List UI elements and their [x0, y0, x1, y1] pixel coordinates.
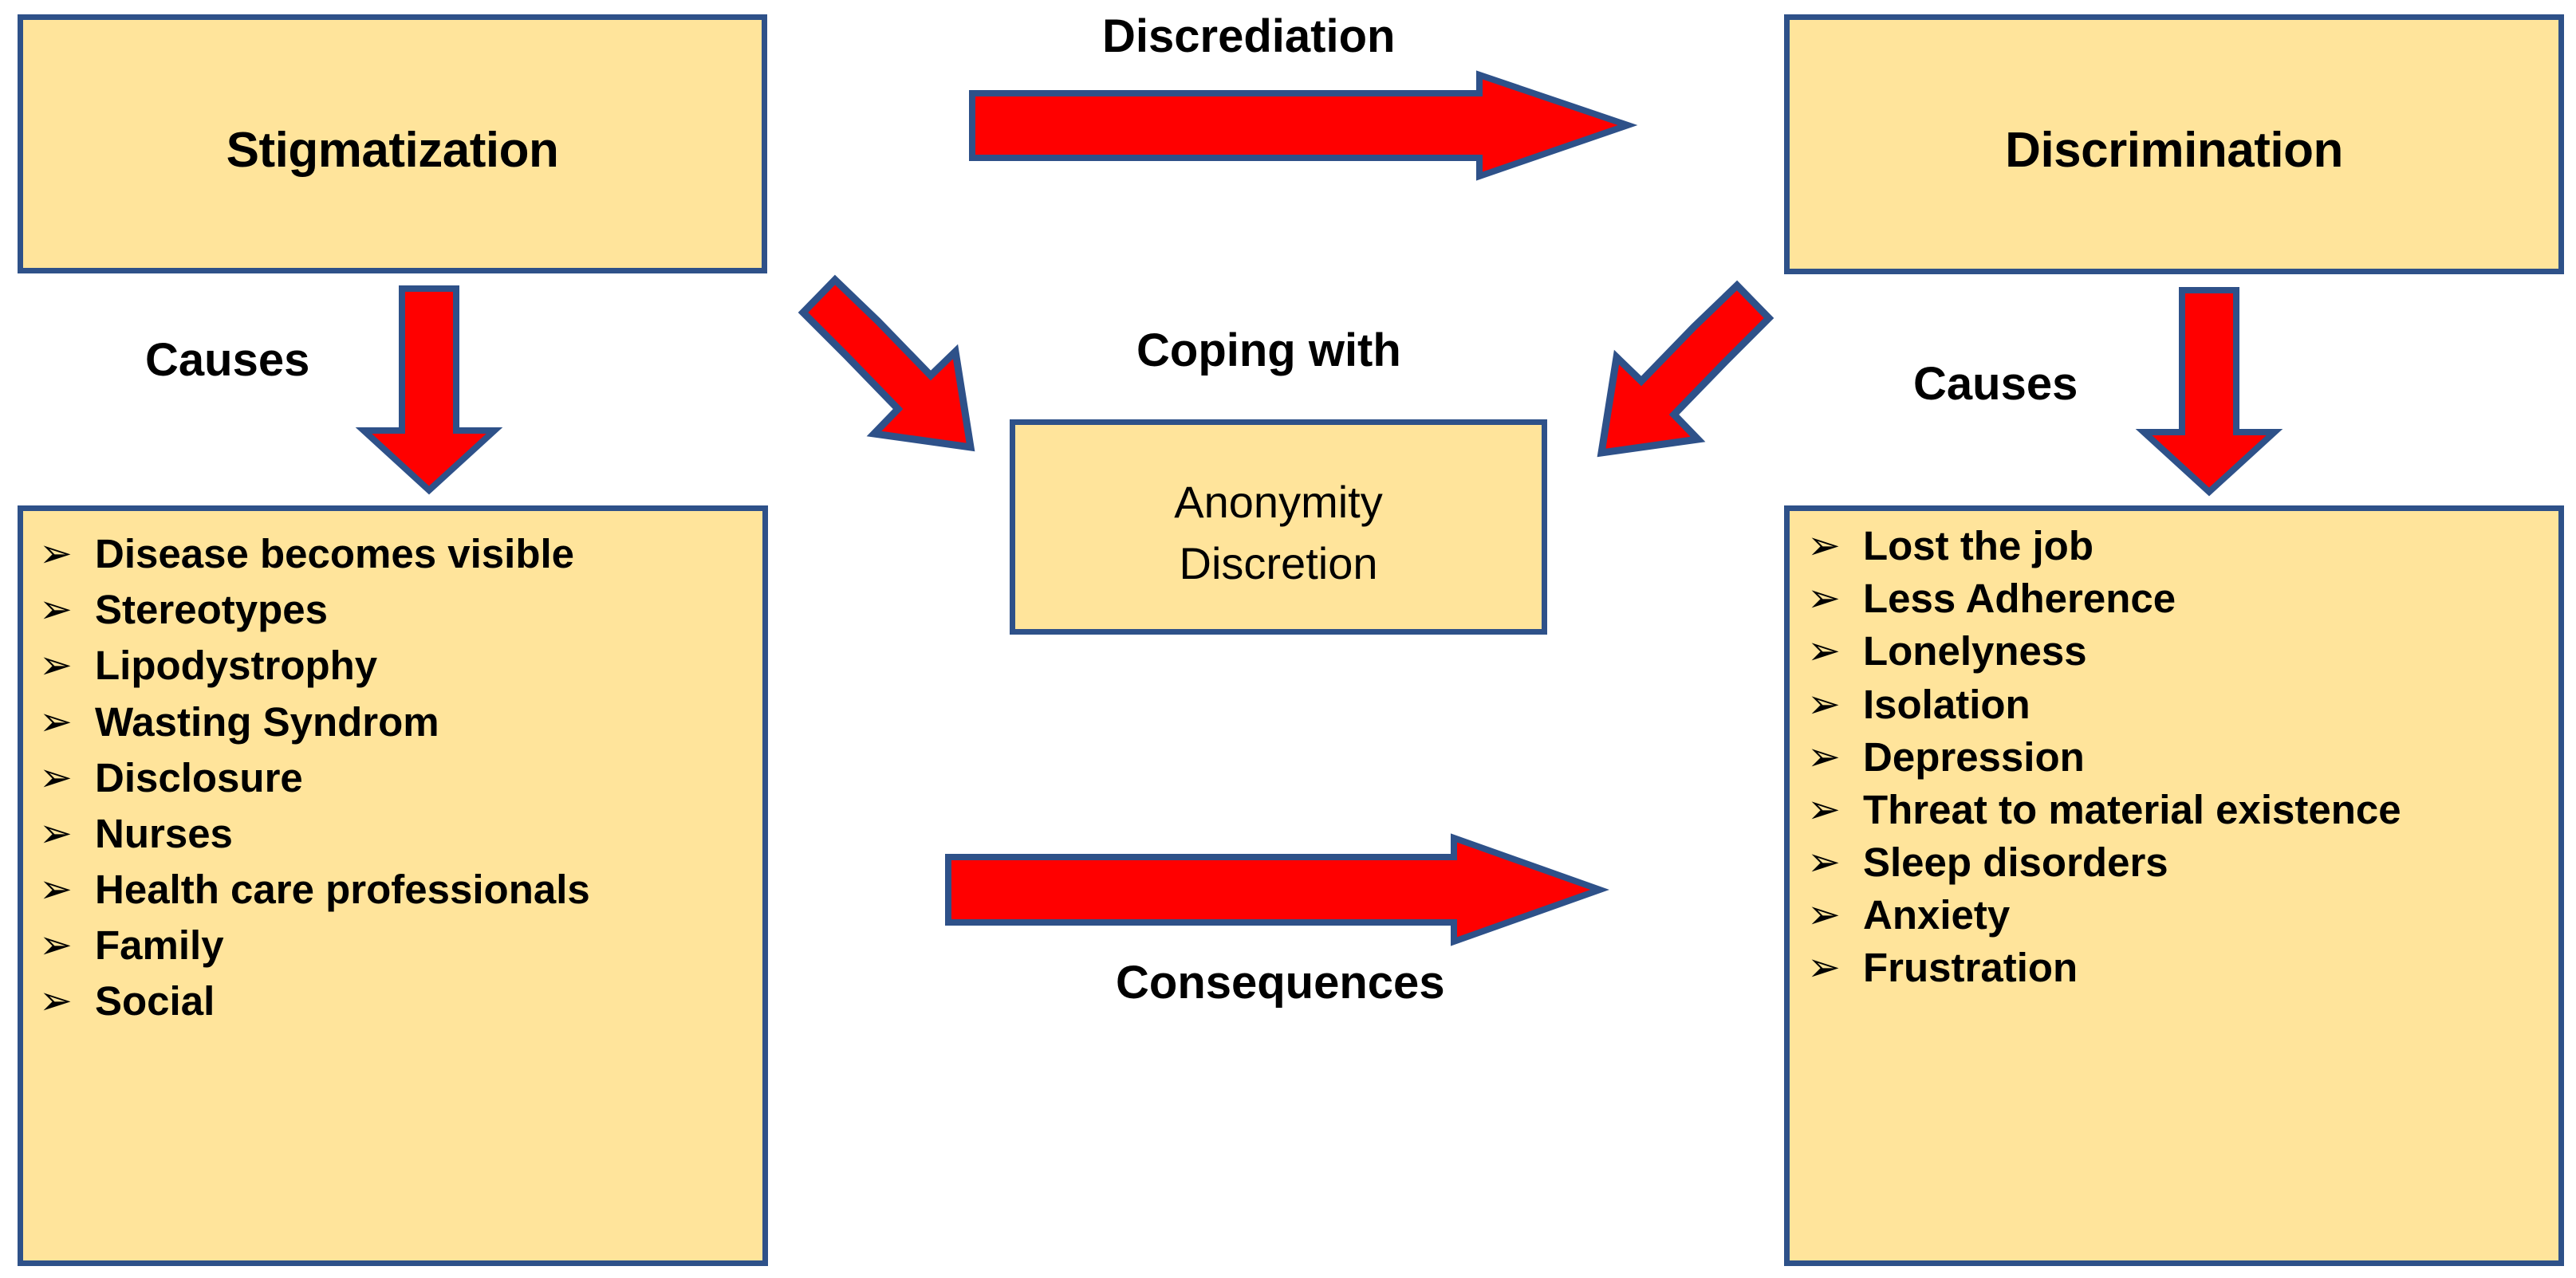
- arrow-down-icon-right-causes: [2135, 287, 2283, 497]
- cause-item: ➢ Stereotypes: [39, 586, 754, 634]
- cause-item: ➢ Health care professionals: [39, 866, 754, 914]
- bullet-arrow-icon: ➢: [1807, 681, 1841, 726]
- consequence-item-label: Sleep disorders: [1863, 840, 2168, 886]
- bullet-arrow-icon: ➢: [39, 810, 73, 855]
- consequence-item: ➢ Depression: [1807, 733, 2550, 781]
- bullet-arrow-icon: ➢: [1807, 733, 1841, 779]
- bullet-arrow-icon: ➢: [39, 587, 73, 632]
- coping-line-discretion: Discretion: [1179, 538, 1378, 589]
- consequence-item: ➢ Frustration: [1807, 944, 2550, 992]
- bullet-arrow-icon: ➢: [1807, 945, 1841, 990]
- arrow-right-icon-discrediation: [969, 70, 1638, 181]
- consequence-item-label: Lost the job: [1863, 523, 2093, 568]
- bullet-arrow-icon: ➢: [39, 531, 73, 576]
- bullet-arrow-icon: ➢: [39, 978, 73, 1024]
- consequence-item: ➢ Threat to material existence: [1807, 786, 2550, 834]
- bullet-arrow-icon: ➢: [39, 922, 73, 968]
- connector-label-coping-with: Coping with: [1136, 324, 1401, 376]
- bullet-arrow-icon: ➢: [39, 643, 73, 688]
- cause-item-label: Family: [95, 922, 224, 969]
- cause-item-label: Wasting Syndrom: [95, 698, 439, 745]
- cause-item-label: Lipodystrophy: [95, 643, 378, 689]
- cause-item: ➢ Disease becomes visible: [39, 530, 754, 578]
- consequences-bullet-list: ➢Lost the job➢Less Adherence➢Lonelyness➢…: [1807, 522, 2550, 997]
- consequences-list-box: ➢Lost the job➢Less Adherence➢Lonelyness➢…: [1784, 505, 2564, 1266]
- cause-item: ➢ Nurses: [39, 810, 754, 858]
- connector-label-consequences: Consequences: [1116, 957, 1445, 1009]
- arrow-diagonal-down-right-icon: [798, 274, 975, 452]
- consequence-item: ➢ Sleep disorders: [1807, 839, 2550, 887]
- cause-item-label: Social: [95, 978, 215, 1024]
- stigmatization-box: Stigmatization: [18, 14, 767, 273]
- bullet-arrow-icon: ➢: [1807, 892, 1841, 938]
- cause-item-label: Stereotypes: [95, 587, 328, 633]
- consequence-item-label: Anxiety: [1863, 892, 2011, 938]
- bullet-arrow-icon: ➢: [39, 867, 73, 912]
- cause-item: ➢ Wasting Syndrom: [39, 698, 754, 746]
- discrimination-title: Discrimination: [2005, 123, 2343, 178]
- bullet-arrow-icon: ➢: [1807, 523, 1841, 568]
- consequence-item: ➢ Anxiety: [1807, 891, 2550, 939]
- arrow-diagonal-down-left-icon: [1597, 280, 1774, 458]
- causes-bullet-list: ➢ Disease becomes visible ➢ Stereotypes ➢ Lip…: [39, 530, 754, 1034]
- coping-box-text: Anonymity Discretion: [1015, 471, 1542, 595]
- bullet-arrow-icon: ➢: [39, 754, 73, 800]
- discrimination-box: Discrimination: [1784, 14, 2564, 274]
- bullet-arrow-icon: ➢: [1807, 786, 1841, 832]
- consequence-item-label: Threat to material existence: [1863, 786, 2401, 832]
- bullet-arrow-icon: ➢: [39, 698, 73, 744]
- consequence-item-label: Less Adherence: [1863, 576, 2176, 622]
- cause-item-label: Nurses: [95, 810, 233, 856]
- coping-box: Anonymity Discretion: [1010, 419, 1547, 635]
- connector-label-causes-right: Causes: [1913, 358, 2078, 410]
- consequence-item: ➢ Less Adherence: [1807, 575, 2550, 623]
- bullet-arrow-icon: ➢: [1807, 840, 1841, 885]
- consequence-item-label: Lonelyness: [1863, 628, 2087, 674]
- cause-item-label: Disclosure: [95, 754, 303, 800]
- cause-item: ➢ Disclosure: [39, 754, 754, 802]
- coping-line-anonymity: Anonymity: [1174, 477, 1383, 527]
- consequence-item-label: Depression: [1863, 733, 2085, 780]
- cause-item-label: Health care professionals: [95, 867, 590, 913]
- stigmatization-title: Stigmatization: [226, 123, 559, 178]
- cause-item: ➢ Social: [39, 977, 754, 1025]
- bullet-arrow-icon: ➢: [1807, 576, 1841, 621]
- connector-label-causes-left: Causes: [145, 334, 310, 386]
- consequence-item: ➢ Lost the job: [1807, 522, 2550, 570]
- consequence-item-label: Isolation: [1863, 681, 2030, 727]
- consequence-item: ➢ Isolation: [1807, 681, 2550, 729]
- bullet-arrow-icon: ➢: [1807, 628, 1841, 674]
- causes-list-box: ➢ Disease becomes visible ➢ Stereotypes ➢ Lip…: [18, 505, 768, 1266]
- connector-label-discrediation: Discrediation: [1102, 10, 1396, 62]
- arrow-down-icon-left-causes: [355, 285, 503, 495]
- cause-item-label: Disease becomes visible: [95, 531, 575, 576]
- consequence-item-label: Frustration: [1863, 945, 2078, 991]
- cause-item: ➢ Family: [39, 922, 754, 969]
- cause-item: ➢ Lipodystrophy: [39, 642, 754, 690]
- arrow-right-icon-consequences: [945, 833, 1609, 946]
- consequence-item: ➢ Lonelyness: [1807, 627, 2550, 675]
